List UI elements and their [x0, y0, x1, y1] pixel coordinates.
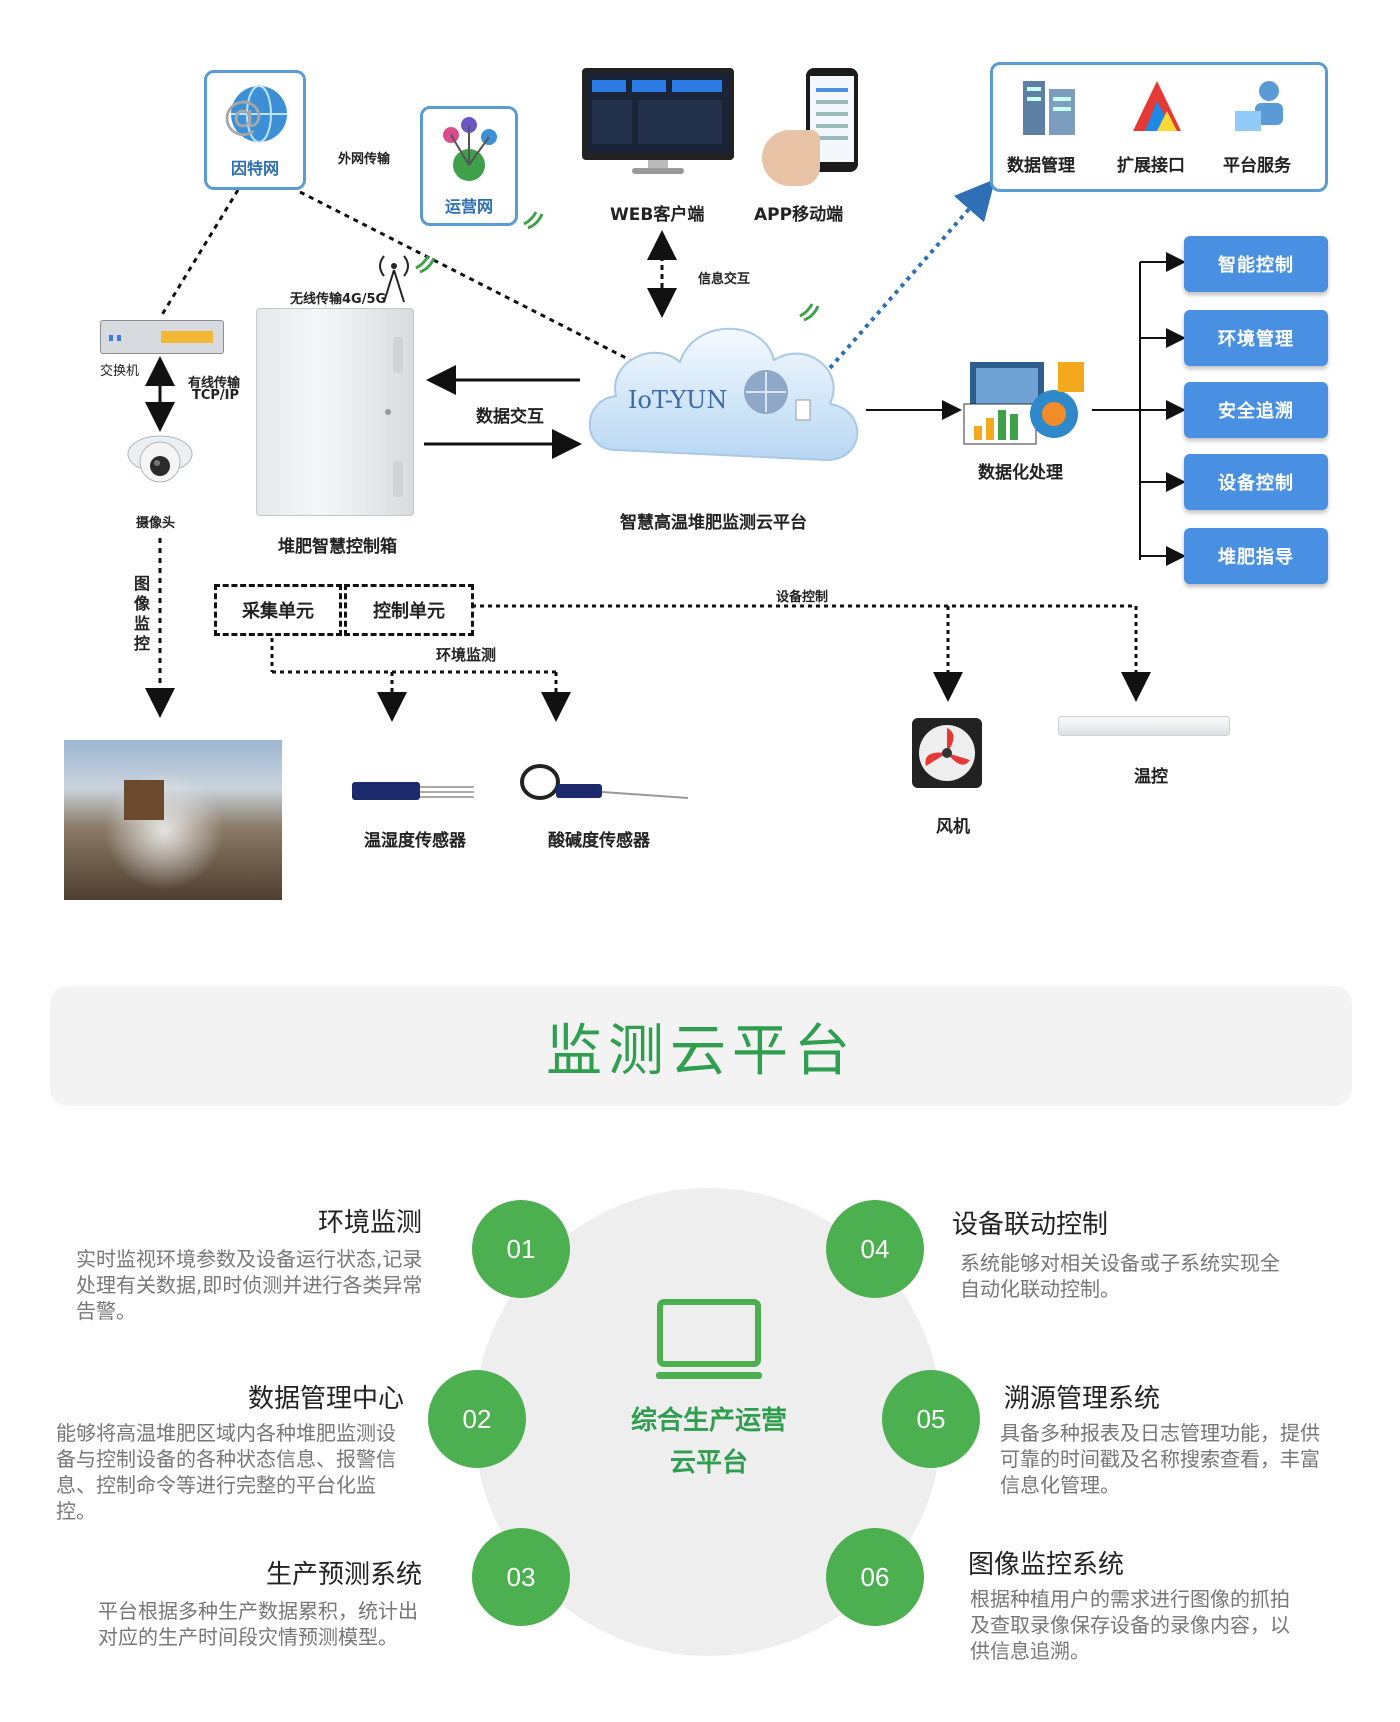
- feature-title-05: 溯源管理系统: [1004, 1384, 1161, 1414]
- section-banner: 监测云平台: [50, 986, 1352, 1106]
- feature-number-03[interactable]: 03: [472, 1528, 570, 1626]
- wifi-icon: [415, 255, 436, 274]
- feature-title-04: 设备联动控制: [952, 1210, 1109, 1240]
- feature-number-04[interactable]: 04: [826, 1200, 924, 1298]
- control-unit-box: 控制单元: [344, 584, 474, 636]
- data-processing-label: 数据化处理: [978, 463, 1063, 483]
- feature-title-02: 数据管理中心: [247, 1384, 404, 1414]
- feature-desc-03: 平台根据多种生产数据累积，统计出对应的生产时间段灾情预测模型。: [98, 1599, 418, 1649]
- service-label-0: 数据管理: [1007, 156, 1075, 176]
- switch-label: 交换机: [100, 364, 140, 379]
- web-label: WEB客户端: [610, 205, 705, 225]
- feature-desc-04: 系统能够对相关设备或子系统实现全自动化联动控制。: [960, 1251, 1280, 1301]
- function-button-4[interactable]: 堆肥指导: [1184, 528, 1328, 584]
- wifi-icon: [799, 303, 820, 322]
- temp-control-label: 温控: [1134, 767, 1168, 787]
- cloud-icon: [588, 327, 859, 462]
- info-exchange-label: 信息交互: [698, 272, 751, 287]
- ph-sensor-icon: [520, 764, 689, 800]
- center-title: 综合生产运营 云平台: [574, 1400, 844, 1484]
- operator-box: 运营网: [420, 106, 518, 226]
- external-link-label: 外网传输: [338, 152, 391, 167]
- camera-icon: [127, 435, 193, 483]
- internet-box: @ 因特网: [204, 70, 306, 190]
- diagram-connectors: [145, 178, 1186, 722]
- network-icon: [443, 117, 497, 181]
- phone-icon: [806, 68, 858, 172]
- sensor1-label: 温湿度传感器: [364, 831, 466, 851]
- humidity-sensor-icon: [352, 778, 474, 804]
- fan-icon: [912, 718, 982, 788]
- image-monitor-label: 图像监控: [134, 574, 151, 653]
- tcpip-label: TCP/IP: [192, 388, 240, 403]
- function-button-0[interactable]: 智能控制: [1184, 236, 1328, 292]
- wireless-label: 无线传输4G/5G: [290, 292, 387, 307]
- device-control-label: 设备控制: [776, 590, 829, 605]
- services-panel: 数据管理 扩展接口 平台服务: [990, 62, 1328, 192]
- data-exchange-label: 数据交互: [476, 407, 544, 427]
- function-button-3[interactable]: 设备控制: [1184, 454, 1328, 510]
- feature-title-03: 生产预测系统: [265, 1560, 422, 1590]
- svg-text:@: @: [223, 93, 263, 139]
- internet-label: 因特网: [230, 159, 279, 178]
- section-title: 监测云平台: [546, 1018, 856, 1084]
- control-box-label: 堆肥智慧控制箱: [278, 537, 397, 557]
- feature-number-05[interactable]: 05: [882, 1370, 980, 1468]
- feature-number-02[interactable]: 02: [428, 1370, 526, 1468]
- app-label: APP移动端: [754, 205, 844, 225]
- switch-icon: [100, 320, 224, 354]
- monitor-icon: [582, 68, 734, 176]
- interface-icon: [1133, 81, 1181, 131]
- collect-unit-box: 采集单元: [214, 584, 342, 636]
- feature-desc-01: 实时监视环境参数及设备运行状态,记录处理有关数据,即时侦测并进行各类异常告警。: [76, 1247, 423, 1323]
- data-processing-icon: [963, 362, 1084, 445]
- compost-photo: [64, 740, 282, 900]
- wifi-icon: [523, 211, 544, 230]
- function-button-2[interactable]: 安全追溯: [1184, 382, 1328, 438]
- function-button-1[interactable]: 环境管理: [1184, 310, 1328, 366]
- camera-label: 摄像头: [136, 516, 176, 531]
- feature-desc-06: 根据种植用户的需求进行图像的抓拍及查取录像保存设备的录像内容，以供信息追溯。: [970, 1587, 1290, 1663]
- feature-desc-02: 能够将高温堆肥区域内各种堆肥监测设备与控制设备的各种状态信息、报警信息、控制命令…: [56, 1421, 396, 1523]
- laptop-icon: [656, 1299, 762, 1379]
- cloud-text: IoT-YUN: [628, 386, 728, 414]
- antenna-icon: [379, 255, 409, 303]
- control-box: [256, 308, 414, 516]
- sensor2-label: 酸碱度传感器: [548, 831, 650, 851]
- center-title-line2: 云平台: [669, 1448, 748, 1478]
- fan-label: 风机: [936, 817, 970, 837]
- cloud-caption: 智慧高温堆肥监测云平台: [620, 513, 807, 533]
- globe-icon: @: [223, 85, 287, 143]
- service-label-1: 扩展接口: [1117, 156, 1185, 176]
- temp-control-icon: [1058, 716, 1230, 736]
- feature-number-06[interactable]: 06: [826, 1528, 924, 1626]
- service-person-icon: [1235, 81, 1283, 131]
- feature-title-01: 环境监测: [317, 1208, 422, 1238]
- service-label-2: 平台服务: [1223, 156, 1291, 176]
- feature-title-06: 图像监控系统: [968, 1550, 1125, 1580]
- server-icon: [1023, 81, 1075, 135]
- hand-shape: [762, 130, 820, 186]
- center-title-line1: 综合生产运营: [630, 1406, 787, 1436]
- env-monitor-label: 环境监测: [436, 646, 497, 664]
- wired-label: 有线传输: [188, 376, 241, 391]
- operator-label: 运营网: [444, 197, 493, 216]
- feature-number-01[interactable]: 01: [472, 1200, 570, 1298]
- feature-desc-05: 具备多种报表及日志管理功能，提供可靠的时间戳及名称搜索查看，丰富信息化管理。: [1000, 1421, 1320, 1497]
